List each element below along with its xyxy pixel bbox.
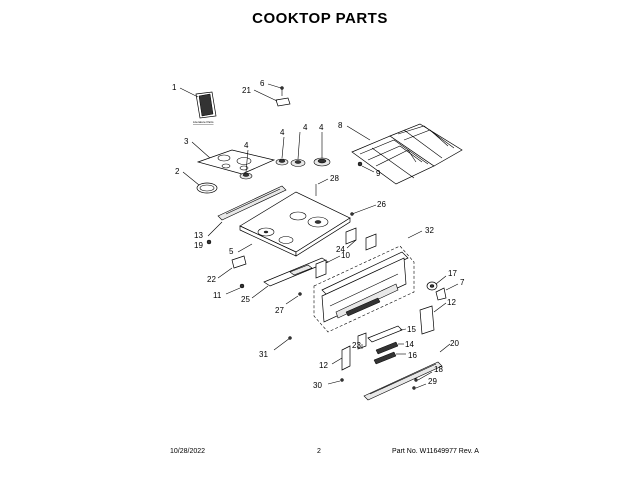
callout-7[interactable]: 7 — [460, 278, 465, 287]
callout-16[interactable]: 16 — [408, 351, 417, 360]
side-bracket-right[interactable] — [419, 305, 435, 335]
screw-29[interactable] — [412, 386, 416, 390]
callout-12-a[interactable]: 12 — [447, 298, 456, 307]
callout-21[interactable]: 21 — [242, 86, 251, 95]
callout-22[interactable]: 22 — [207, 275, 216, 284]
callout-12-b[interactable]: 12 — [319, 361, 328, 370]
side-bracket-left[interactable] — [341, 345, 351, 371]
screw-11[interactable] — [239, 283, 245, 289]
cooktop-main-panel[interactable] — [239, 191, 351, 257]
callout-2[interactable]: 2 — [175, 167, 180, 176]
switch-assembly[interactable] — [375, 341, 399, 355]
front-trim-rail[interactable] — [363, 361, 443, 401]
footer-part-number: Part No. W11649977 Rev. A — [392, 448, 479, 455]
screw-30[interactable] — [340, 378, 344, 382]
callout-14[interactable]: 14 — [405, 340, 414, 349]
callout-4-d[interactable]: 4 — [319, 123, 324, 132]
electronic-control-board[interactable] — [367, 325, 403, 343]
screw-27[interactable] — [298, 292, 302, 296]
knob-spring[interactable] — [435, 287, 447, 301]
control-panel-trim[interactable] — [263, 257, 329, 287]
callout-29[interactable]: 29 — [428, 377, 437, 386]
callout-5[interactable]: 5 — [229, 247, 234, 256]
callout-24[interactable]: 24 — [336, 245, 345, 254]
burner-head-1[interactable] — [239, 172, 253, 180]
screw-18[interactable] — [414, 378, 418, 382]
callout-26[interactable]: 26 — [377, 200, 386, 209]
callout-27[interactable]: 27 — [275, 306, 284, 315]
callout-6[interactable]: 6 — [260, 79, 265, 88]
callout-4-b[interactable]: 4 — [280, 128, 285, 137]
page-title: COOKTOP PARTS — [252, 10, 388, 27]
footer-date: 10/28/2022 — [170, 448, 206, 455]
callout-9[interactable]: 9 — [376, 169, 381, 178]
callout-31[interactable]: 31 — [259, 350, 268, 359]
callout-10[interactable]: 10 — [341, 251, 350, 260]
keypad-connector[interactable] — [373, 351, 397, 365]
rear-screw[interactable] — [350, 212, 354, 216]
callout-17[interactable]: 17 — [448, 269, 457, 278]
side-trim-strip[interactable] — [217, 185, 287, 221]
callout-19[interactable]: 19 — [194, 241, 203, 250]
callout-4-a[interactable]: 4 — [244, 141, 249, 150]
callout-28[interactable]: 28 — [330, 174, 339, 183]
control-box-assembly[interactable] — [313, 245, 415, 333]
mounting-clip[interactable] — [231, 255, 247, 269]
callout-4-c[interactable]: 4 — [303, 123, 308, 132]
screw-31[interactable] — [288, 336, 292, 340]
callout-20[interactable]: 20 — [450, 339, 459, 348]
bracket-23[interactable] — [357, 332, 367, 350]
bracket-10[interactable] — [315, 259, 327, 279]
callout-25[interactable]: 25 — [241, 295, 250, 304]
callout-3[interactable]: 3 — [184, 137, 189, 146]
burner-grates[interactable] — [351, 123, 463, 185]
support-brackets[interactable] — [345, 227, 377, 251]
control-knob[interactable] — [426, 281, 438, 291]
burner-head-4[interactable] — [313, 157, 331, 167]
callout-8[interactable]: 8 — [338, 121, 343, 130]
callout-30[interactable]: 30 — [313, 381, 322, 390]
footer-page-number: 2 — [317, 448, 321, 455]
callout-11[interactable]: 11 — [213, 291, 222, 300]
literature-parts-booklet[interactable]: Literature Parts — [193, 91, 217, 124]
burner-head-3[interactable] — [290, 159, 306, 167]
callout-1[interactable]: 1 — [172, 83, 177, 92]
grate-rubber-foot[interactable] — [357, 161, 363, 167]
callout-15[interactable]: 15 — [407, 325, 416, 334]
cooktop-overlay[interactable] — [196, 149, 276, 175]
small-nut[interactable] — [206, 239, 212, 245]
callout-13[interactable]: 13 — [194, 231, 203, 240]
callout-32[interactable]: 32 — [425, 226, 434, 235]
burner-head-2[interactable] — [275, 158, 289, 166]
callout-18[interactable]: 18 — [434, 365, 443, 374]
literature-parts-label: Literature Parts — [193, 120, 214, 124]
callout-23[interactable]: 23 — [352, 341, 361, 350]
mounting-bracket[interactable] — [275, 97, 291, 107]
